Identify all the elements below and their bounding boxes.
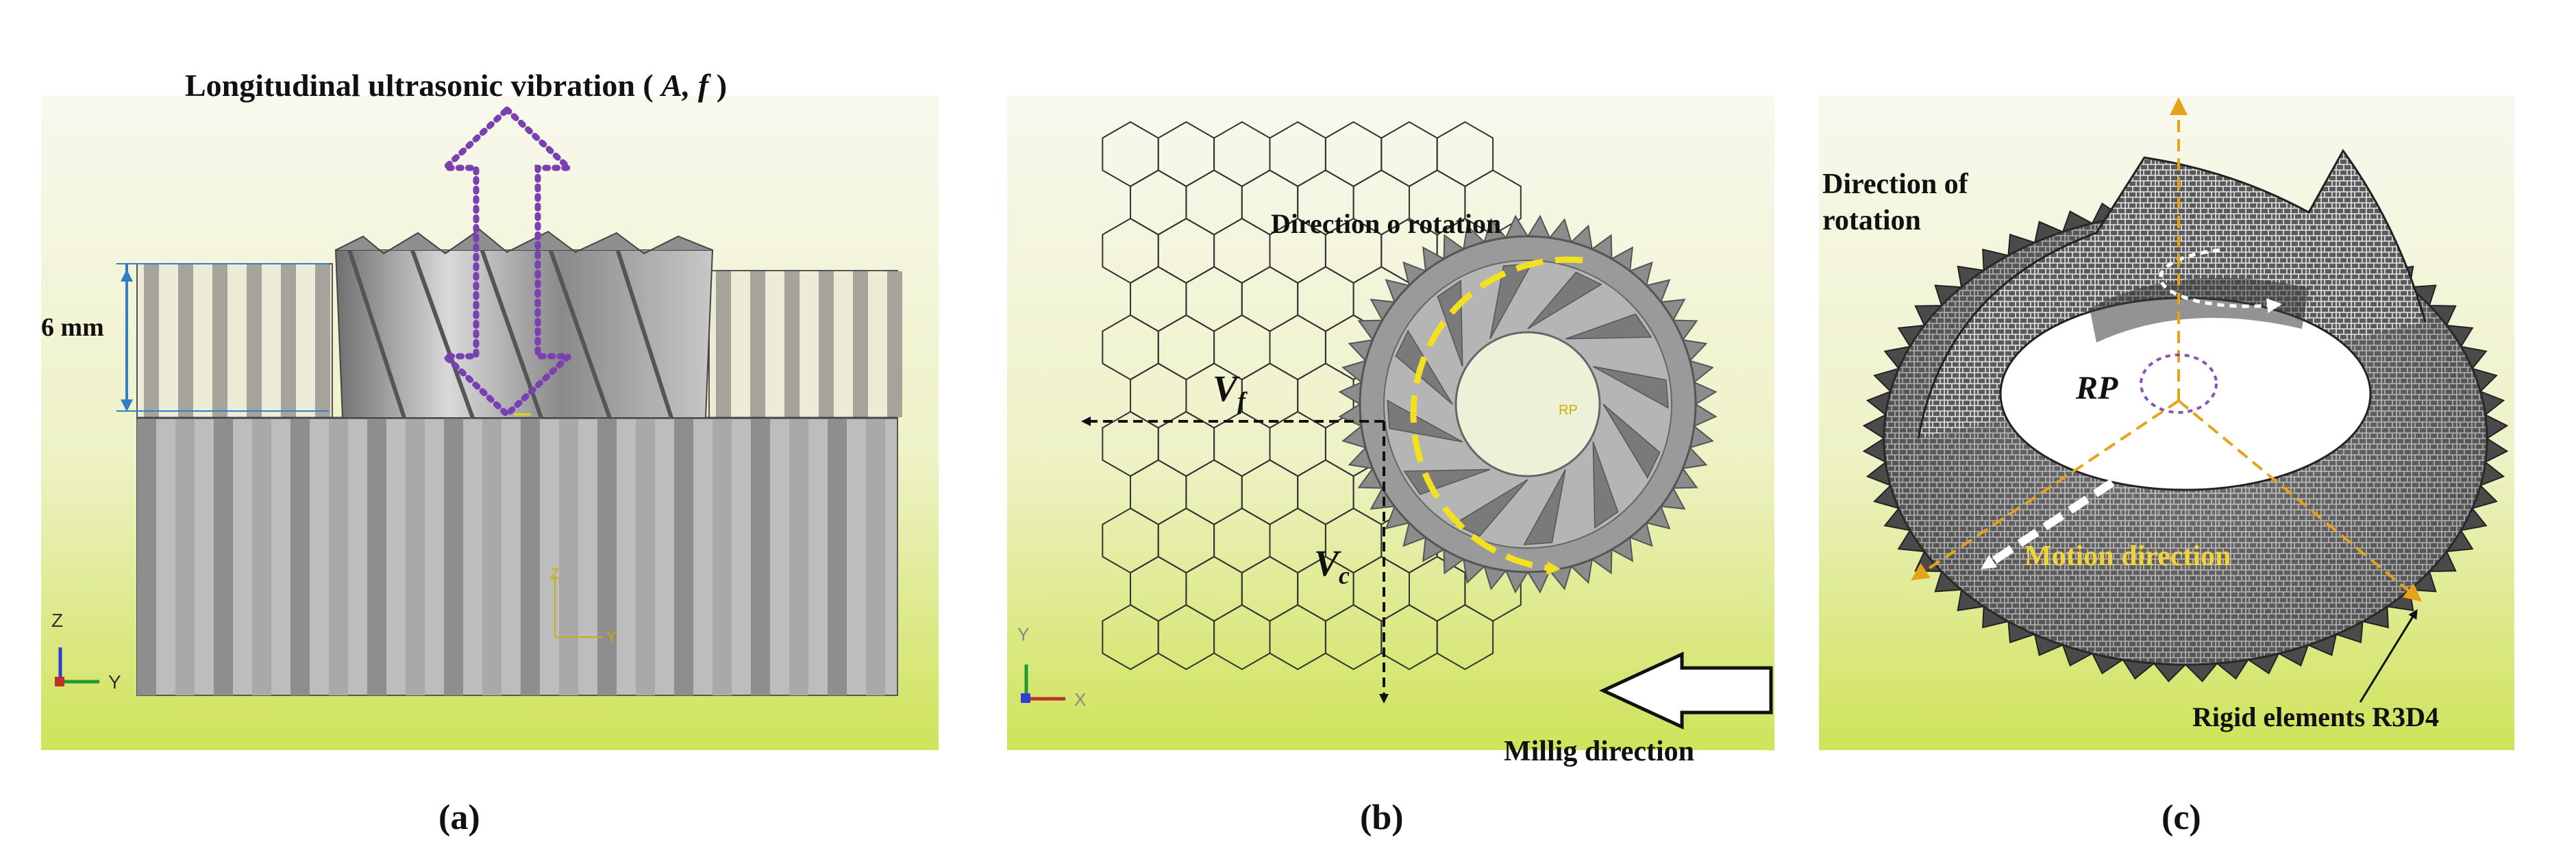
panel-b-caption: (b) [1360,798,1404,837]
rotation-arrow [1410,256,1583,575]
stripe [406,419,425,695]
stripe [281,264,296,417]
cutter-flute [1453,479,1528,537]
panel-b: RP Vf Vc Direction o rotation Millig dir… [1007,96,1774,837]
stripe [713,419,732,695]
panel-a-title: Longitudinal ultrasonic vibration ( A, f… [185,68,727,103]
panel-a: 6 mm Z Y Z Y Longitudinal ultrasonic vib… [41,68,939,837]
milling-tool [334,228,714,419]
cutter-flute [1437,280,1463,367]
panel-c-caption: (c) [2162,798,2201,837]
cutter-flute [1527,271,1602,330]
milling-direction-label: Millig direction [1504,736,1694,767]
axis-z-label: Z [51,610,63,631]
stripe [853,271,868,417]
panel-a-caption: (a) [438,798,480,837]
stripe [175,419,195,695]
hex-cell [1436,604,1494,671]
stripe [559,419,578,695]
stripe [819,271,834,417]
stripe [137,419,156,695]
workpiece-upper-right [708,270,902,419]
cutter-disk [1338,214,1718,594]
cutter-flute [1602,404,1661,479]
axis-triad-a: Z Y [51,610,121,693]
rotation-label-c-line2: rotation [1822,205,1921,236]
stripe [751,419,770,695]
axis-y-label: Y [108,671,121,693]
svg-text:Z: Z [550,565,559,582]
rotation-label-b: Direction o rotation [1271,208,1501,239]
stripe [636,419,655,695]
stripe [521,419,540,695]
stripe [315,264,330,417]
workpiece-lower-block [136,417,898,696]
stripe [144,264,159,417]
stripe [789,419,808,695]
cutter-flute [1592,366,1669,409]
rigid-elements-label: Rigid elements R3D4 [2192,702,2439,732]
rp-label: RP [1559,403,1578,418]
vf-label: Vf [1213,368,1248,414]
stripe [716,271,731,417]
cutter-flute [1395,330,1453,405]
stripe [750,271,765,417]
stripe [887,271,902,417]
stripe [674,419,693,695]
rp-label-c: RP [2075,370,2118,406]
stripe [252,419,271,695]
stripe [367,419,386,695]
stripe [247,264,262,417]
cutter-flute [1489,263,1533,340]
stripe [290,419,310,695]
stripe [866,419,885,695]
motion-direction-label: Motion direction [2024,541,2231,572]
center-triad: Z Y [550,565,617,645]
axis-b-x-label: X [1074,689,1086,710]
vibration-arrow [437,105,577,419]
workpiece-upper-left [136,263,333,419]
rigid-pointer [2359,609,2418,703]
dimension-label: 6 mm [41,313,104,342]
stripe [784,271,800,417]
cutter-flute [1523,469,1566,545]
axis-triad-b: Y X [1017,624,1086,710]
motion-axes [1911,97,2423,602]
stripe [212,264,227,417]
rotation-label-c-line1: Direction of [1822,169,1969,200]
vc-label: Vc [1314,543,1350,589]
milling-direction-arrow [1599,652,1773,730]
axis-b-y-label: Y [1017,624,1029,645]
dimension-arrow [116,263,329,412]
rotation-arrow-c [2159,248,2282,314]
meshed-cutter [1862,149,2509,682]
stripe [597,419,617,695]
stripe [329,419,348,695]
svg-text:Y: Y [606,628,617,645]
cutter-flute [1565,313,1652,340]
stripe [444,419,463,695]
stripe [482,419,501,695]
rp-marker [2140,354,2218,414]
panel-c: RP Motion direction Direction of rotatio… [1819,96,2514,837]
stripe [214,419,233,695]
cutter-flute [1387,399,1463,443]
stripe [828,419,847,695]
cutter-flute [1592,441,1619,529]
stripe [178,264,193,417]
